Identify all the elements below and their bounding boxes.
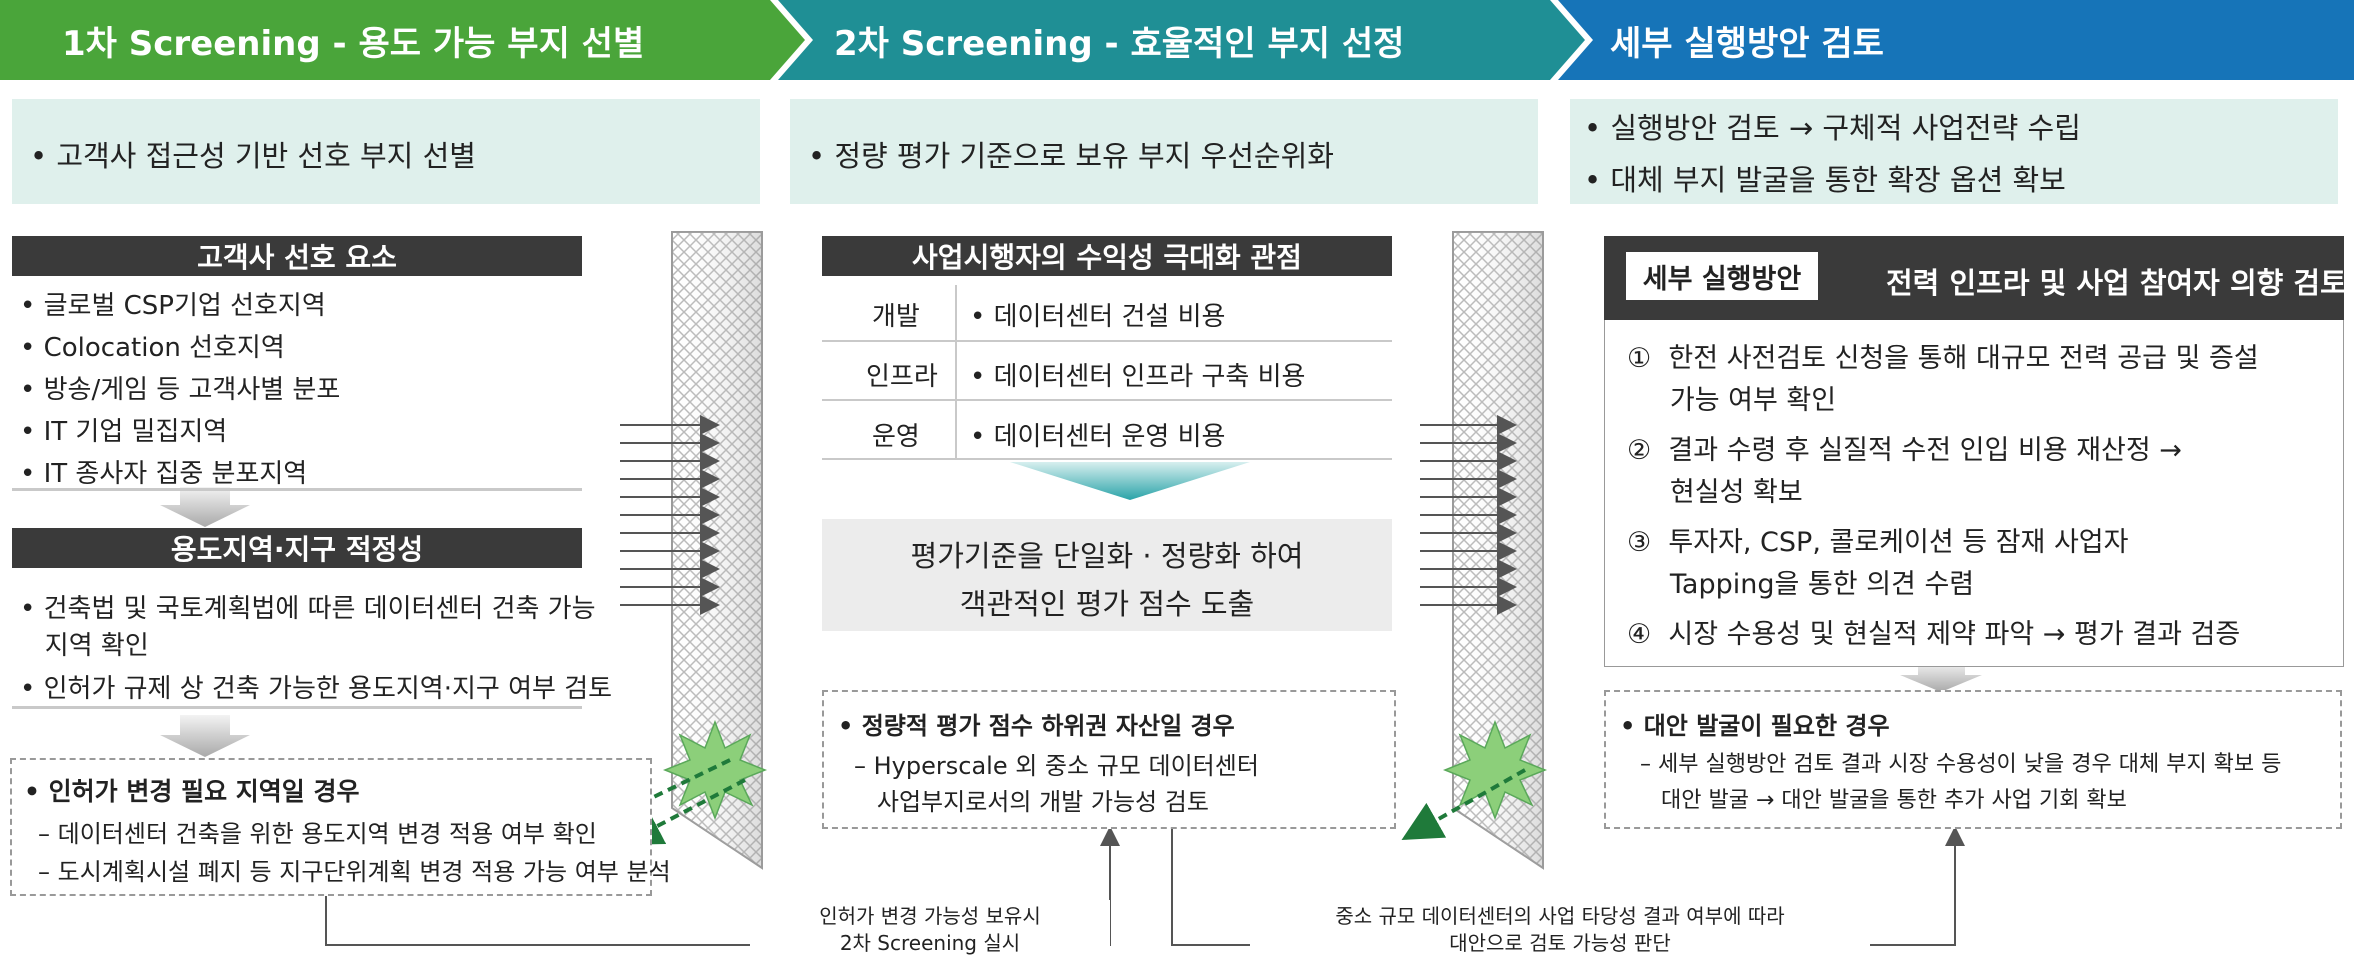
summary-box-3: • 실행방안 검토 → 구체적 사업전략 수립 • 대체 부지 발굴을 통한 확… — [1570, 99, 2338, 204]
burst-2 — [1442, 719, 1548, 821]
result-box: 평가기준을 단일화 · 정량화 하여 객관적인 평가 점수 도출 — [822, 519, 1392, 631]
summary-3-line-2: • 대체 부지 발굴을 통한 확장 옵션 확보 — [1584, 163, 2066, 197]
flow-note-1-line-1: 인허가 변경 가능성 보유시 — [750, 900, 1110, 929]
pref-item: • 글로벌 CSP기업 선호지역 — [20, 291, 326, 321]
summary-1-text: • 고객사 접근성 기반 선호 부지 선별 — [30, 139, 476, 173]
flow-note-1-line-2: 2차 Screening 실시 — [750, 927, 1110, 956]
exec-step: ④ 시장 수용성 및 현실적 제약 파악 → 평가 결과 검증 — [1627, 619, 2241, 650]
divider — [12, 488, 582, 491]
funnel-arrow — [1010, 462, 1250, 500]
summary-box-2: • 정량 평가 기준으로 보유 부지 우선순위화 — [790, 99, 1538, 204]
exec-step: ① 한전 사전검토 신청을 통해 대규모 전력 공급 및 증설 — [1627, 343, 2259, 374]
flow-note-2-line-1: 중소 규모 데이터센터의 사업 타당성 결과 여부에 따라 — [1250, 900, 1870, 929]
pref-item: • IT 종사자 집중 분포지역 — [20, 459, 308, 489]
banner-2-shape — [778, 0, 1585, 80]
permit-item: – 데이터센터 건축을 위한 용도지역 변경 적용 여부 확인 — [38, 820, 597, 848]
result-line-1: 평가기준을 단일화 · 정량화 하여 — [910, 539, 1304, 573]
exec-header-text: 전력 인프라 및 사업 참여자 의향 검토 — [1886, 266, 2347, 300]
alt-item: 대안 발굴 → 대안 발굴을 통한 추가 사업 기회 확보 — [1640, 788, 2127, 813]
row-label-ops: 운영 — [872, 422, 920, 452]
zone-item: 지역 확인 — [20, 631, 149, 661]
row-value-infra: • 데이터센터 인프라 구축 비용 — [970, 362, 1306, 392]
permit-item: – 도시계획시설 폐지 등 지구단위계획 변경 적용 가능 여부 분석 — [38, 858, 671, 886]
low-score-title: • 정량적 평가 점수 하위권 자산일 경우 — [838, 712, 1235, 740]
permit-title: • 인허가 변경 필요 지역일 경우 — [24, 777, 360, 806]
exec-step: 현실성 확보 — [1627, 477, 1803, 508]
result-line-2: 객관적인 평가 점수 도출 — [959, 587, 1255, 621]
exec-steps-box: ① 한전 사전검토 신청을 통해 대규모 전력 공급 및 증설 가능 여부 확인… — [1604, 320, 2344, 667]
summary-3-line-1: • 실행방안 검토 → 구체적 사업전략 수립 — [1584, 111, 2081, 145]
zone-item: • 건축법 및 국토계획법에 따른 데이터센터 건축 가능 — [20, 594, 596, 624]
exec-step: ③ 투자자, CSP, 콜로케이션 등 잠재 사업자 — [1627, 527, 2129, 558]
divider — [12, 706, 582, 709]
divider — [822, 399, 1392, 401]
pref-header: 고객사 선호 요소 — [12, 236, 582, 276]
zone-header: 용도지역·지구 적정성 — [12, 528, 582, 568]
row-label-dev: 개발 — [872, 302, 920, 332]
row-label-infra: 인프라 — [866, 362, 938, 392]
row-value-dev: • 데이터센터 건설 비용 — [970, 302, 1226, 332]
green-arrow-2 — [1401, 768, 1526, 840]
banner-1-label: 1차 Screening - 용도 가능 부지 선별 — [62, 23, 645, 64]
exec-tag: 세부 실행방안 — [1626, 252, 1818, 300]
banner-3-shape — [1558, 0, 2354, 80]
banner-3-label: 세부 실행방안 검토 — [1610, 23, 1884, 64]
exec-step: Tapping을 통한 의견 수렴 — [1627, 569, 1975, 600]
flow-note-2-line-2: 대안으로 검토 가능성 판단 — [1250, 927, 1870, 956]
zone-item: • 인허가 규제 상 건축 가능한 용도지역·지구 여부 검토 — [20, 674, 613, 704]
alt-box: • 대안 발굴이 필요한 경우 – 세부 실행방안 검토 결과 시장 수용성이 … — [1604, 690, 2342, 829]
profit-header: 사업시행자의 수익성 극대화 관점 — [822, 236, 1392, 276]
wall-2-arrows — [1420, 415, 1517, 615]
pref-item: • 방송/게임 등 고객사별 분포 — [20, 375, 341, 405]
down-arrow-2 — [160, 715, 250, 757]
pref-item: • IT 기업 밀집지역 — [20, 417, 228, 447]
down-arrow-1 — [160, 487, 250, 527]
summary-box-1: • 고객사 접근성 기반 선호 부지 선별 — [12, 99, 760, 204]
burst-1 — [662, 719, 768, 821]
wall-1-arrows — [620, 415, 720, 615]
divider — [822, 458, 1392, 460]
low-score-item: – Hyperscale 외 중소 규모 데이터센터 — [854, 752, 1259, 780]
alt-title: • 대안 발굴이 필요한 경우 — [1620, 712, 1890, 740]
divider — [822, 340, 1392, 342]
down-arrow-3 — [1900, 662, 1982, 692]
row-value-ops: • 데이터센터 운영 비용 — [970, 422, 1226, 452]
low-score-item: 사업부지로서의 개발 가능성 검토 — [854, 788, 1209, 816]
exec-step: 가능 여부 확인 — [1627, 385, 1837, 416]
banner-2-label: 2차 Screening - 효율적인 부지 선정 — [834, 23, 1405, 64]
permit-box: • 인허가 변경 필요 지역일 경우 – 데이터센터 건축을 위한 용도지역 변… — [10, 758, 671, 896]
pref-item: • Colocation 선호지역 — [20, 333, 285, 363]
exec-step: ② 결과 수령 후 실질적 수전 인입 비용 재산정 → — [1627, 435, 2182, 466]
low-score-box: • 정량적 평가 점수 하위권 자산일 경우 – Hyperscale 외 중소… — [822, 690, 1396, 829]
table-column-divider — [955, 285, 957, 458]
connector-1 — [325, 826, 1120, 946]
summary-2-text: • 정량 평가 기준으로 보유 부지 우선순위화 — [808, 139, 1334, 173]
exec-header-bar: 세부 실행방안 전력 인프라 및 사업 참여자 의향 검토 — [1604, 236, 2347, 320]
alt-item: – 세부 실행방안 검토 결과 시장 수용성이 낮을 경우 대체 부지 확보 등 — [1640, 752, 2282, 777]
banner-1-shape — [0, 0, 805, 80]
